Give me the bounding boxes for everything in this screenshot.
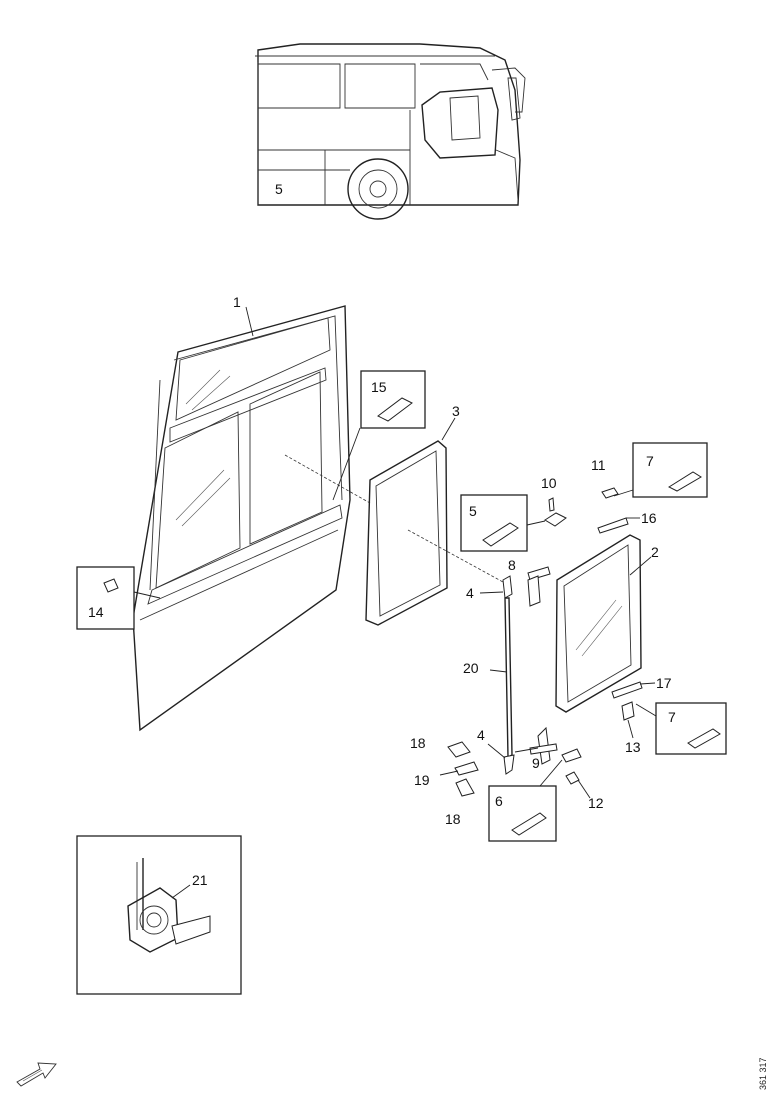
hinge-parts: 5 10 8 4 20 4 9 18 19 18 6 [410, 475, 604, 842]
detail-box-21: 21 [76, 835, 242, 995]
callout-18-bottom: 18 [445, 811, 461, 827]
callout-10: 10 [541, 475, 557, 491]
callout-4-bottom: 4 [477, 727, 485, 743]
callout-2: 2 [651, 544, 659, 560]
callout-7-upper: 7 [646, 453, 654, 469]
callout-17: 17 [656, 675, 672, 691]
callout-4-top: 4 [466, 585, 474, 601]
callout-1: 1 [233, 294, 241, 310]
callout-box-15: 15 [332, 370, 426, 501]
bus-overview: 5 [255, 43, 526, 220]
window-seal-3: 3 [365, 403, 460, 626]
callout-7-lower: 7 [668, 709, 676, 725]
callout-18-top: 18 [410, 735, 426, 751]
callout-14: 14 [88, 604, 104, 620]
callout-6: 6 [495, 793, 503, 809]
callout-16: 16 [641, 510, 657, 526]
direction-arrow-icon [16, 1062, 57, 1087]
callout-3: 3 [452, 403, 460, 419]
callout-15: 15 [371, 379, 387, 395]
callout-13: 13 [625, 739, 641, 755]
callout-19: 19 [414, 772, 430, 788]
door-assembly: 1 [132, 294, 351, 732]
callout-box-7-lower: 7 [635, 702, 727, 755]
window-frame-2: 2 16 11 17 13 [555, 457, 672, 755]
callout-box-7-upper: 7 [613, 442, 708, 498]
callout-21: 21 [192, 872, 208, 888]
callout-8: 8 [508, 557, 516, 573]
callout-9: 9 [532, 755, 540, 771]
callout-12: 12 [588, 795, 604, 811]
callout-5: 5 [469, 503, 477, 519]
callout-box-14: 14 [76, 566, 161, 630]
figure-id: 361 317 [758, 1057, 768, 1090]
bus-side-label: 5 [275, 181, 283, 197]
callout-20: 20 [463, 660, 479, 676]
callout-11: 11 [591, 457, 606, 473]
